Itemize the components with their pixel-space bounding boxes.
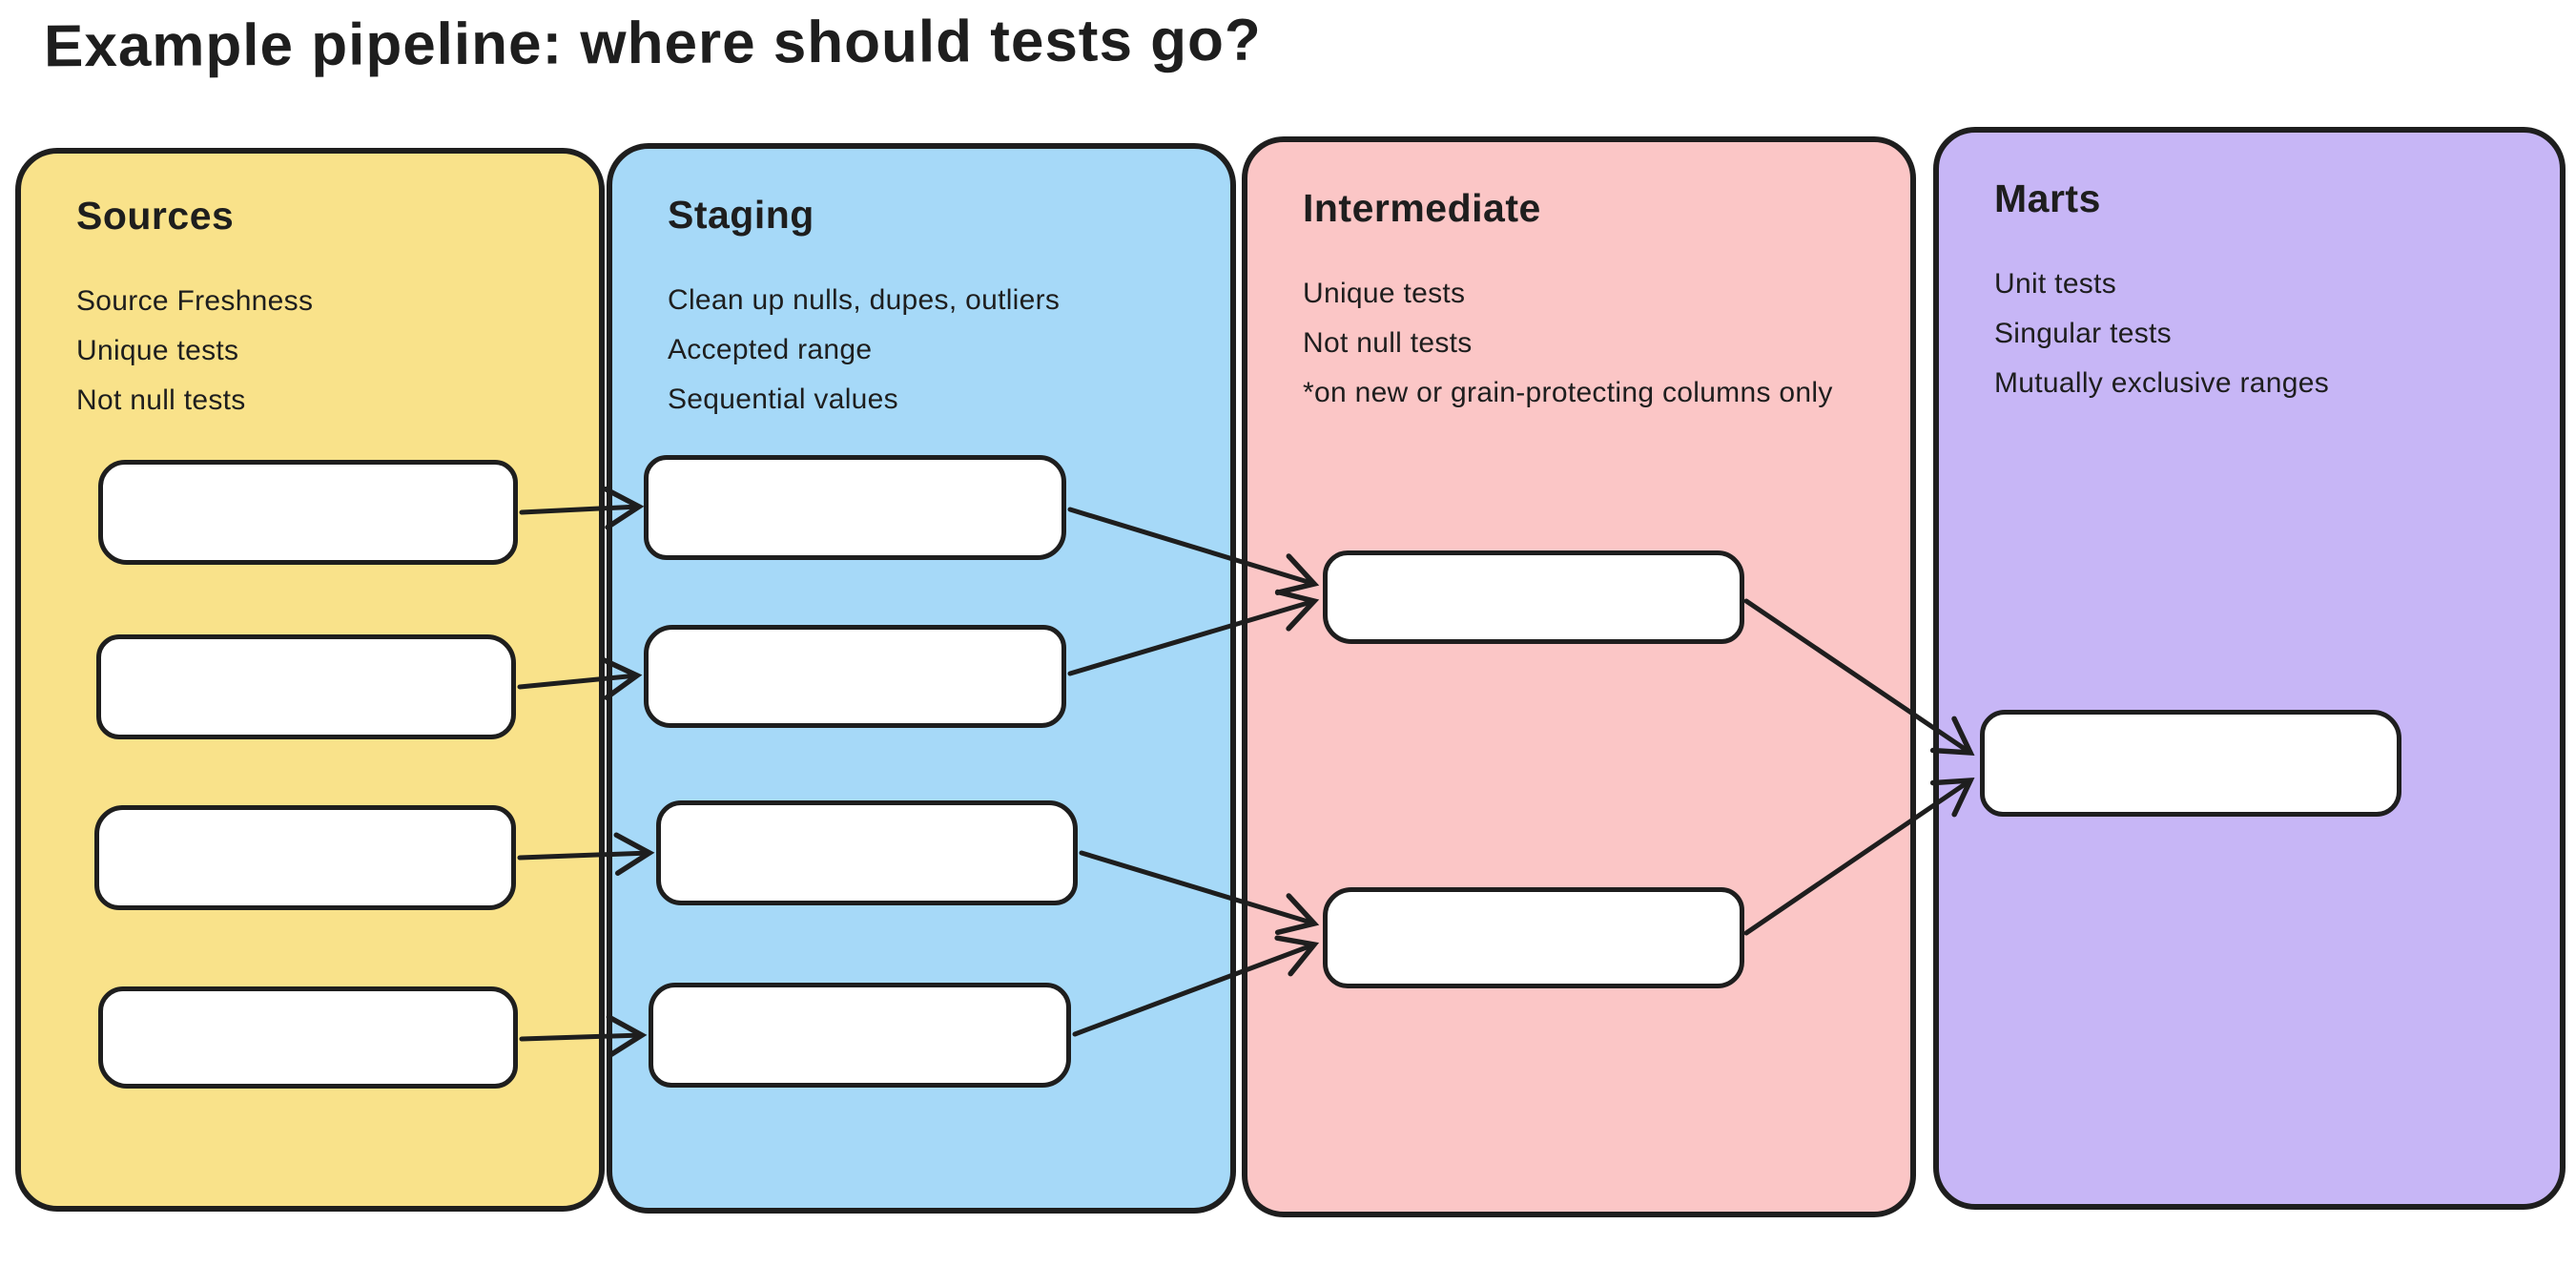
panel-note: Source Freshness <box>76 285 314 317</box>
panel-sources-content: Sources Source Freshness Unique tests No… <box>21 154 599 425</box>
panel-notes-staging: Clean up nulls, dupes, outliers Accepted… <box>668 276 1175 425</box>
panel-note: Unique tests <box>1303 278 1466 309</box>
panel-note: Not null tests <box>76 384 246 416</box>
panel-marts: Marts Unit tests Singular tests Mutually… <box>1933 127 2566 1210</box>
node-intermediate-2 <box>1323 887 1744 988</box>
panel-note: Singular tests <box>1994 318 2172 349</box>
panel-title-sources: Sources <box>76 194 235 238</box>
node-staging-2 <box>644 625 1066 728</box>
panel-note: Sequential values <box>668 384 898 415</box>
node-staging-3 <box>656 800 1078 905</box>
node-staging-4 <box>649 983 1071 1088</box>
diagram-title: Example pipeline: where should tests go? <box>43 7 1262 80</box>
node-source-2 <box>96 634 516 739</box>
panel-note: Accepted range <box>668 334 873 365</box>
panel-notes-intermediate: Unique tests Not null tests *on new or g… <box>1303 269 1855 418</box>
node-source-1 <box>98 460 518 565</box>
panel-note: Unique tests <box>76 335 239 366</box>
panel-intermediate: Intermediate Unique tests Not null tests… <box>1242 136 1916 1217</box>
panel-notes-sources: Source Freshness Unique tests Not null t… <box>76 277 544 425</box>
panel-title-intermediate: Intermediate <box>1303 186 1541 230</box>
node-staging-1 <box>644 455 1066 560</box>
panel-note: Not null tests <box>1303 327 1473 359</box>
node-source-4 <box>98 986 518 1089</box>
panel-title-marts: Marts <box>1994 176 2101 220</box>
panel-staging-content: Staging Clean up nulls, dupes, outliers … <box>612 149 1230 425</box>
node-source-3 <box>94 805 516 910</box>
panel-notes-marts: Unit tests Singular tests Mutually exclu… <box>1994 259 2504 408</box>
panel-marts-content: Marts Unit tests Singular tests Mutually… <box>1939 133 2560 408</box>
panel-note: Clean up nulls, dupes, outliers <box>668 284 1061 316</box>
panel-note: Unit tests <box>1994 268 2117 300</box>
panel-intermediate-content: Intermediate Unique tests Not null tests… <box>1247 142 1910 418</box>
node-intermediate-1 <box>1323 550 1744 644</box>
node-marts-1 <box>1980 710 2401 817</box>
panel-note: Mutually exclusive ranges <box>1994 367 2329 399</box>
panel-title-staging: Staging <box>668 193 814 237</box>
panel-note: *on new or grain-protecting columns only <box>1303 377 1833 408</box>
